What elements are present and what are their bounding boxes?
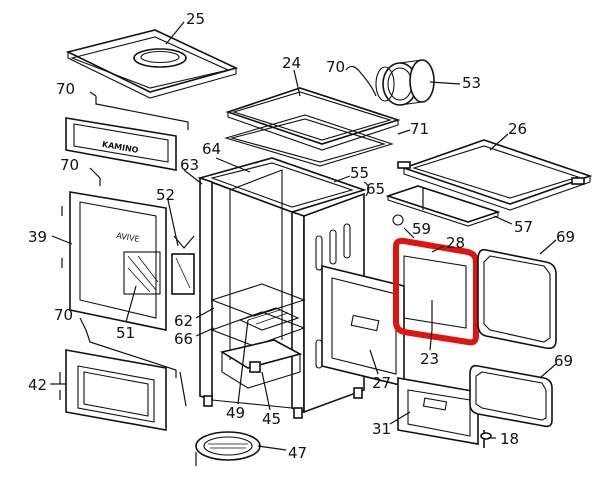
label-42: 42	[28, 376, 47, 394]
label-64: 64	[202, 140, 221, 158]
part-25-top-cover	[65, 29, 239, 99]
label-69-lower: 69	[554, 352, 573, 370]
label-70-left-mid: 70	[60, 156, 79, 174]
label-31: 31	[372, 420, 391, 438]
label-23: 23	[420, 350, 439, 368]
label-53: 53	[462, 74, 481, 92]
label-52: 52	[156, 186, 175, 204]
part-labels: 25 24 70 53 71 70 26 64 63 55 65 70 52 5…	[28, 10, 575, 462]
leader-lines	[50, 21, 557, 451]
label-70-top: 70	[326, 58, 345, 76]
label-47: 47	[288, 444, 307, 462]
label-66: 66	[174, 330, 193, 348]
part-70-gaskets	[85, 96, 189, 407]
label-49: 49	[226, 404, 245, 422]
part-18-handle	[480, 430, 492, 448]
label-70-left-top: 70	[56, 80, 75, 98]
label-62: 62	[174, 312, 193, 330]
brand-plate: KAMINO	[65, 117, 177, 171]
label-55: 55	[350, 164, 369, 182]
label-57: 57	[514, 218, 533, 236]
label-39: 39	[28, 228, 47, 246]
label-18: 18	[500, 430, 519, 448]
svg-text:AVIVE: AVIVE	[116, 231, 141, 244]
label-45: 45	[262, 410, 281, 428]
part-28-door-gasket	[393, 237, 479, 346]
part-69-upper-glass	[477, 248, 557, 350]
part-71-gasket-plate	[224, 114, 394, 167]
label-28: 28	[446, 234, 465, 252]
part-27-firebox-door	[321, 264, 417, 388]
part-39-side-frame: AVIVE	[61, 191, 195, 331]
part-42-lower-panel	[59, 349, 167, 431]
label-65: 65	[366, 180, 385, 198]
part-24-top-plate	[225, 87, 401, 151]
part-31-ash-door	[397, 377, 479, 445]
part-47-round-grate	[195, 431, 261, 466]
part-69-lower-glass	[469, 364, 553, 428]
label-59: 59	[412, 220, 431, 238]
label-63: 63	[180, 156, 199, 174]
part-53-flue-collar	[375, 59, 435, 106]
label-27: 27	[372, 374, 391, 392]
part-57-baffle	[385, 185, 501, 227]
part-26-heat-shield	[397, 139, 593, 211]
label-51: 51	[116, 324, 135, 342]
label-70-left-low: 70	[54, 306, 73, 324]
part-59-bolt	[392, 214, 404, 226]
label-71: 71	[410, 120, 429, 138]
label-24: 24	[282, 54, 301, 72]
label-26: 26	[508, 120, 527, 138]
label-69-upper: 69	[556, 228, 575, 246]
label-25: 25	[186, 10, 205, 28]
